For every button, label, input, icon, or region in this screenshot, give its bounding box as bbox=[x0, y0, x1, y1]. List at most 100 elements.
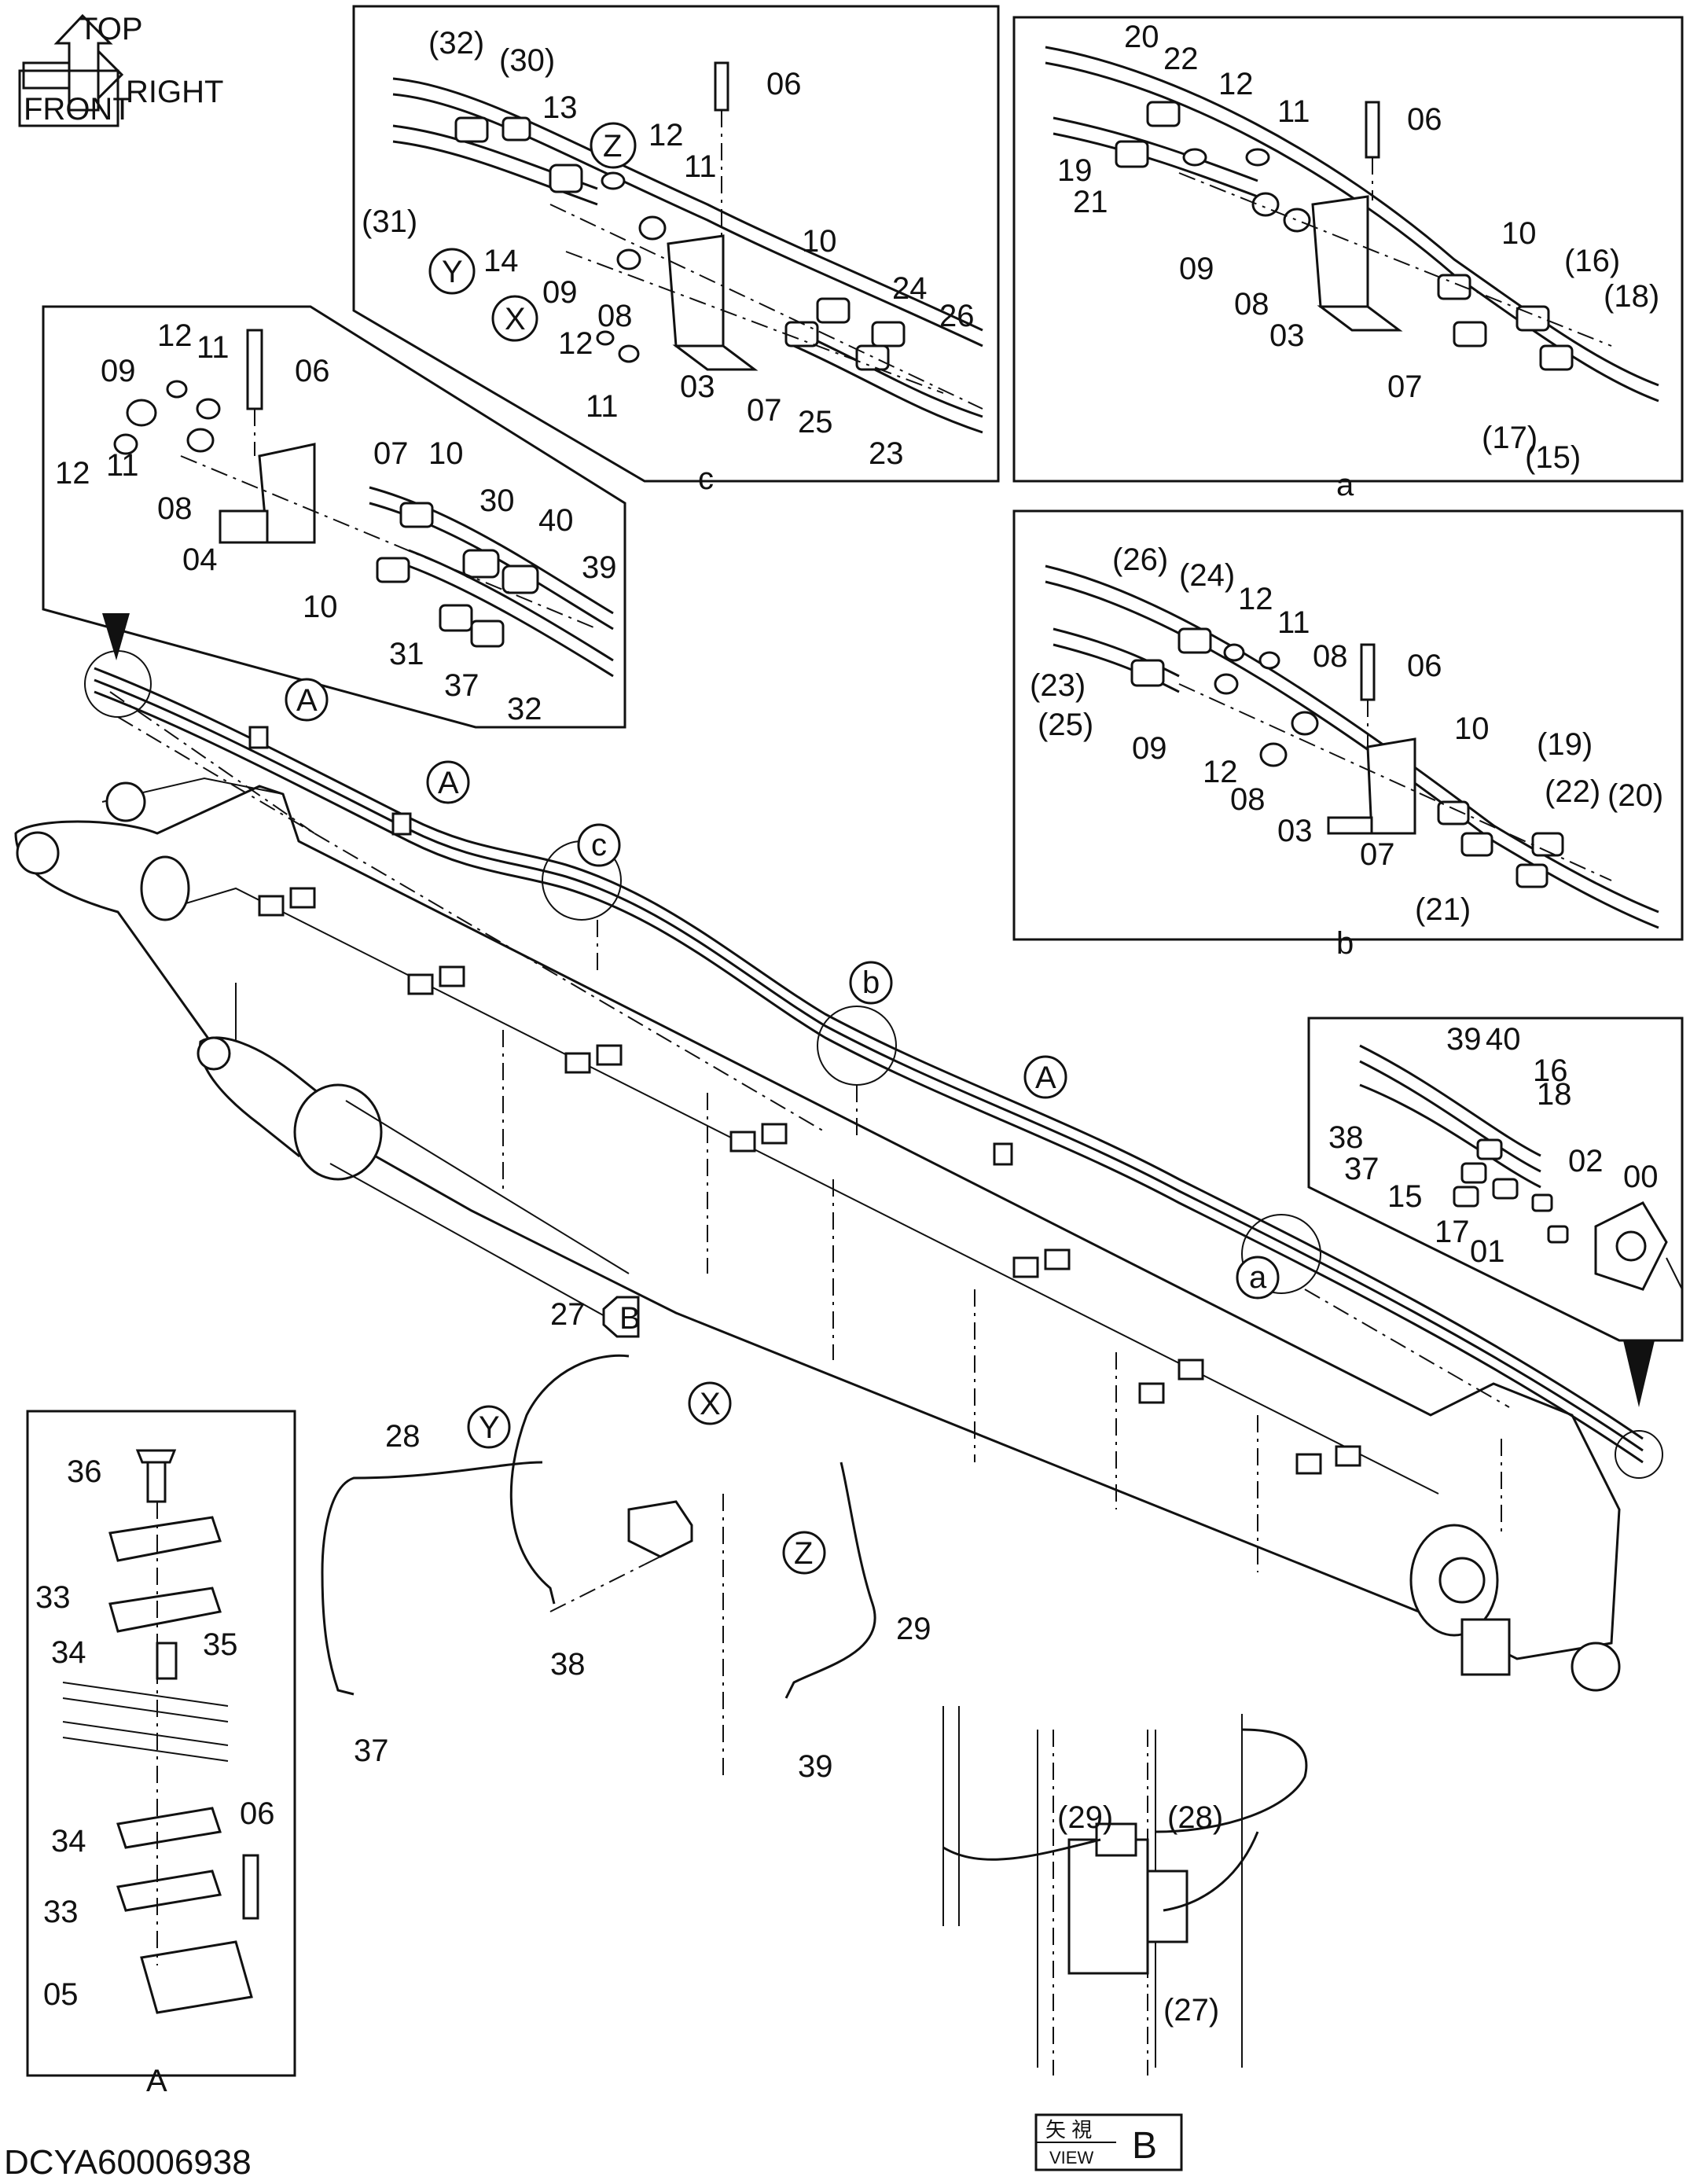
c-label-15: 11 bbox=[586, 389, 619, 424]
detail-b-caption: b bbox=[1336, 926, 1354, 961]
pump-label-2: 40 bbox=[1486, 1022, 1521, 1057]
c-label-19: 23 bbox=[869, 436, 904, 471]
detail-a: a 20 22 12 11 06 19 21 09 08 03 10 (16) … bbox=[1012, 16, 1684, 502]
a-label-5: 06 bbox=[1407, 102, 1442, 137]
b-label-16: (20) bbox=[1607, 778, 1663, 813]
document-id: DCYA60006938 bbox=[4, 2143, 252, 2180]
pump-label-9: 00 bbox=[1623, 1160, 1659, 1194]
hose-label-29: 29 bbox=[896, 1612, 931, 1646]
a-label-6: 19 bbox=[1057, 153, 1093, 188]
orientation-icon: FRONT RIGHT TOP bbox=[18, 12, 223, 127]
left-label-8: 04 bbox=[182, 542, 218, 577]
left-label-2: 11 bbox=[197, 330, 230, 365]
c-label-17: 07 bbox=[747, 393, 782, 428]
A-label-4: 35 bbox=[203, 1627, 238, 1662]
pump-label-11: 01 bbox=[1470, 1234, 1505, 1269]
viewb-label-27: (27) bbox=[1163, 1993, 1219, 2028]
detail-b: b (26) (24) 12 11 06 08 (23) (25) 09 12 … bbox=[1012, 509, 1684, 961]
left-label-10: 10 bbox=[428, 436, 464, 471]
left-label-16: 37 bbox=[444, 668, 479, 703]
b-label-12: 03 bbox=[1277, 814, 1313, 848]
b-label-14: (19) bbox=[1537, 727, 1593, 762]
b-label-3: 12 bbox=[1238, 582, 1273, 616]
left-label-7: 08 bbox=[157, 491, 193, 526]
left-label-15: 31 bbox=[389, 637, 424, 671]
b-label-17: 07 bbox=[1360, 837, 1395, 872]
left-label-13: 39 bbox=[582, 550, 617, 585]
hose-label-27: 27 bbox=[550, 1297, 586, 1332]
left-label-14: 10 bbox=[303, 590, 338, 624]
hose-label-38: 38 bbox=[550, 1647, 586, 1682]
viewb-label-28: (28) bbox=[1167, 1800, 1223, 1835]
A-label-5: 06 bbox=[240, 1796, 275, 1831]
a-label-14: 07 bbox=[1387, 370, 1423, 404]
left-label-11: 30 bbox=[479, 483, 515, 518]
a-label-3: 12 bbox=[1218, 67, 1254, 101]
detail-pump: 39 40 16 18 38 02 37 15 00 17 01 bbox=[1307, 1017, 1684, 1407]
main-hose-run bbox=[84, 650, 1663, 1479]
c-label-5: 11 bbox=[684, 149, 717, 184]
c-label-1: (32) bbox=[428, 26, 484, 61]
b-label-13: 10 bbox=[1454, 711, 1490, 746]
marker-y: Y bbox=[442, 255, 463, 289]
c-label-4: 12 bbox=[648, 118, 684, 153]
pump-label-6: 02 bbox=[1568, 1144, 1604, 1178]
c-label-11: 10 bbox=[802, 224, 837, 259]
left-label-17: 32 bbox=[507, 692, 542, 726]
view-letter: B bbox=[1132, 2125, 1157, 2167]
b-label-9: 09 bbox=[1132, 731, 1167, 766]
pump-label-8: 15 bbox=[1387, 1179, 1423, 1214]
callout-c: c bbox=[591, 828, 607, 862]
c-label-2: (30) bbox=[499, 43, 555, 78]
left-label-5: 12 bbox=[55, 456, 90, 491]
c-label-7: (31) bbox=[362, 204, 417, 239]
detail-c: c (32) (30) 13 12 11 06 (31) bbox=[352, 5, 1000, 496]
detail-c-caption: c bbox=[698, 461, 714, 496]
left-label-1: 12 bbox=[157, 318, 193, 353]
viewb-label-29: (29) bbox=[1057, 1800, 1113, 1835]
c-label-6: 06 bbox=[766, 67, 802, 101]
c-label-8: 14 bbox=[483, 244, 519, 278]
main-callouts: A A c b A a X Y Z B bbox=[285, 678, 1280, 1575]
pump-label-3: 16 bbox=[1533, 1053, 1568, 1088]
b-label-1: (26) bbox=[1112, 542, 1168, 577]
callout-x: X bbox=[700, 1387, 721, 1421]
c-label-13: 26 bbox=[939, 299, 975, 333]
pump-label-10: 17 bbox=[1435, 1215, 1470, 1249]
b-label-5: 06 bbox=[1407, 649, 1442, 683]
detail-A: A 36 33 34 35 06 34 33 05 bbox=[26, 1410, 296, 2098]
b-label-6: 08 bbox=[1313, 639, 1348, 674]
b-label-4: 11 bbox=[1277, 605, 1310, 640]
front-label: FRONT bbox=[24, 92, 132, 127]
a-label-1: 20 bbox=[1124, 20, 1159, 54]
callout-a3: A bbox=[1035, 1061, 1056, 1095]
c-label-10: 08 bbox=[597, 299, 633, 333]
marker-z: Z bbox=[603, 129, 622, 164]
a-label-15: (17) bbox=[1482, 421, 1538, 455]
hose-label-39: 39 bbox=[798, 1749, 833, 1784]
marker-x: X bbox=[505, 302, 526, 336]
b-label-15: (22) bbox=[1545, 774, 1600, 809]
detail-a-caption: a bbox=[1336, 468, 1354, 502]
a-label-7: 21 bbox=[1073, 185, 1108, 219]
detail-left: 12 11 06 09 12 11 08 04 07 10 30 40 39 1… bbox=[42, 305, 626, 729]
detail-A-caption: A bbox=[146, 2064, 167, 2098]
a-label-8: 09 bbox=[1179, 252, 1214, 286]
callout-b-arrow: B bbox=[619, 1301, 641, 1336]
a-label-11: 10 bbox=[1501, 216, 1537, 251]
free-hoses: 27 28 29 37 38 39 bbox=[321, 1297, 931, 1784]
a-label-10: 03 bbox=[1269, 318, 1305, 353]
hose-label-37: 37 bbox=[354, 1734, 389, 1768]
a-label-4: 11 bbox=[1277, 94, 1310, 129]
b-label-18: (21) bbox=[1415, 892, 1471, 927]
main-boom bbox=[14, 691, 1621, 1692]
view-kanji: 矢 視 bbox=[1045, 2118, 1092, 2142]
pump-label-5: 38 bbox=[1328, 1120, 1364, 1155]
A-label-8: 05 bbox=[43, 1977, 79, 2012]
pump-label-4: 18 bbox=[1537, 1077, 1572, 1112]
callout-a2: A bbox=[438, 766, 459, 800]
view-b-box: 矢 視 VIEW B bbox=[1034, 2113, 1183, 2171]
c-label-14: 12 bbox=[558, 326, 593, 361]
